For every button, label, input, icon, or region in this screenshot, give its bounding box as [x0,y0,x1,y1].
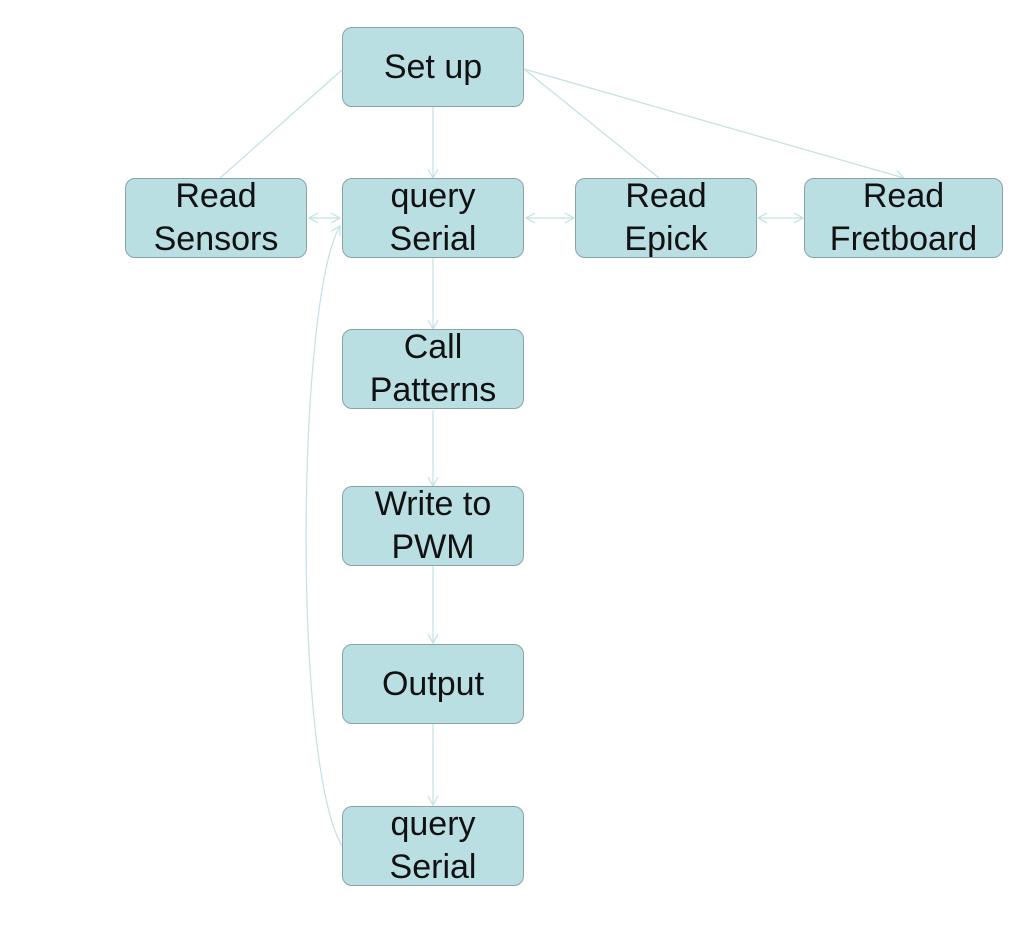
node-query-serial-bottom: query Serial [342,805,524,886]
node-write-to-pwm: Write to PWM [342,485,524,566]
node-query-serial-top: query Serial [342,177,524,258]
edge-setup-to-read-sensors [218,68,344,180]
node-output: Output [342,644,524,724]
edge-setup-to-read-fretboard [523,68,906,181]
node-read-sensors: Read Sensors [125,177,307,258]
node-read-epick: Read Epick [575,177,757,258]
node-read-fretboard: Read Fretboard [804,177,1003,258]
node-call-patterns: Call Patterns [342,328,524,409]
node-set-up: Set up [342,27,524,107]
edge-loop-back-to-query-serial [305,224,343,847]
